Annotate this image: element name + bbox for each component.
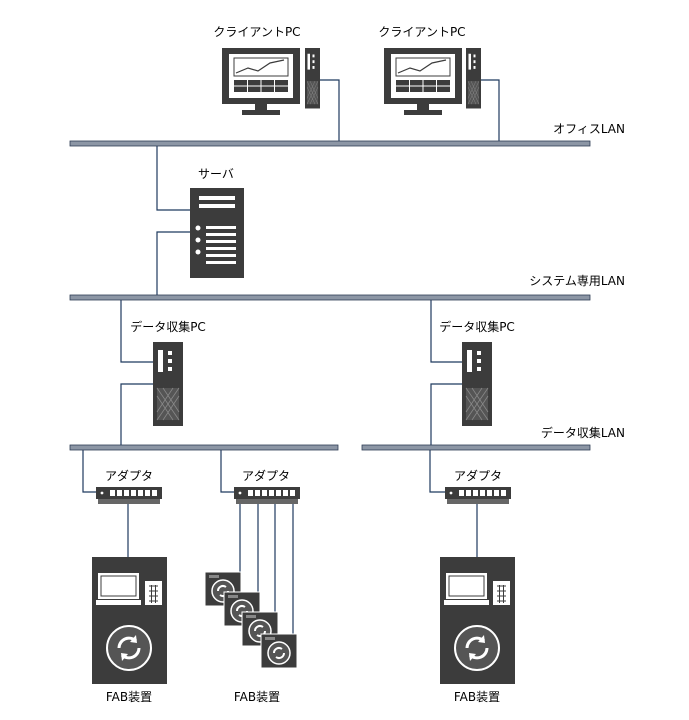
data-lan-bar-right: [361, 444, 591, 451]
data-collection-pc-2: [461, 341, 493, 427]
office-lan-bar: [69, 140, 591, 147]
system-lan-label: システム専用LAN: [529, 274, 625, 288]
data-collection-pc-1: [152, 341, 184, 427]
server-icon: [190, 188, 244, 278]
client-pc-1: [221, 47, 321, 116]
adapter-1: [96, 487, 162, 504]
fab-equipment-1: [90, 555, 169, 686]
server-label: サーバ: [198, 167, 234, 181]
client-pc-1-label: クライアントPC: [213, 25, 301, 39]
data-lan-label: データ収集LAN: [540, 426, 625, 440]
data-collection-pc-2-label: データ収集PC: [439, 320, 515, 334]
adapter-2-label: アダプタ: [241, 469, 291, 483]
fab-equipment-2-label: FAB装置: [233, 690, 281, 704]
system-lan-bar: [69, 294, 591, 301]
data-collection-pc-1-label: データ収集PC: [130, 320, 206, 334]
fab-equipment-3-label: FAB装置: [453, 690, 501, 704]
office-lan-label: オフィスLAN: [553, 122, 625, 136]
data-lan-bar-left: [69, 444, 339, 451]
connection-lines: [82, 79, 500, 637]
client-pc-2: [383, 47, 482, 116]
fab-equipment-2: [204, 571, 298, 669]
adapter-3: [445, 487, 511, 504]
fab-equipment-3: [438, 555, 517, 686]
fab-equipment-1-label: FAB装置: [105, 690, 153, 704]
client-pc-2-label: クライアントPC: [378, 25, 466, 39]
adapter-1-label: アダプタ: [104, 469, 154, 483]
adapter-3-label: アダプタ: [453, 469, 503, 483]
adapter-2: [234, 487, 300, 504]
